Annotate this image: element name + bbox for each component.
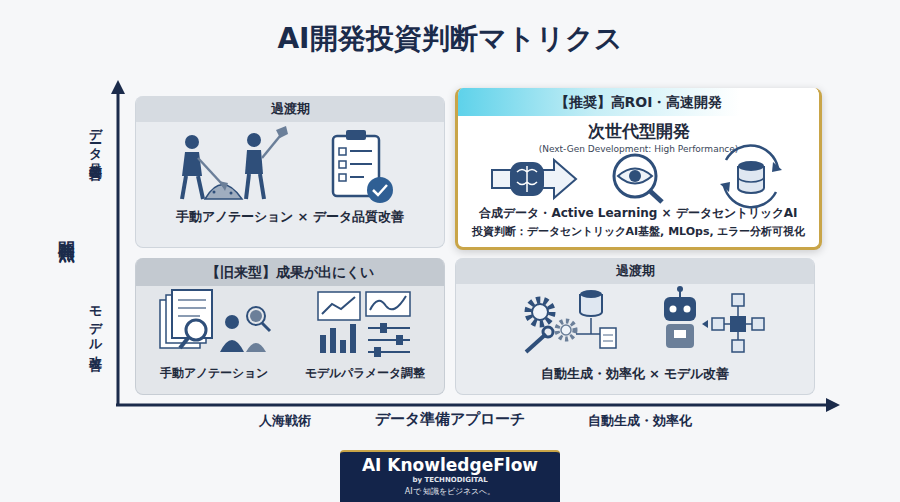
brand-tagline: AIで 知識をビジネスへ。 [340,487,560,497]
quadrant-box: 過渡期自動生成・効率化 × モデル改善 [455,258,815,395]
x-axis [116,398,840,412]
brand-byline: by TECHNODIGITAL [340,476,560,485]
recommended-quadrant: 【推奨】高ROI・高速開発次世代型開発 (Next-Gen Development… [455,88,822,250]
quadrant-header: 過渡期 [136,96,444,122]
legacy-quadrant: 【旧来型】成果が出にくい手動アノテーションモデルパラメータ調整 [135,258,445,395]
axis-tick-label: モデル改善 [86,298,104,348]
icon-caption: 手動アノテーション [140,366,288,381]
x-axis-part [116,404,828,407]
icon-caption: モデルパラメータ調整 [290,366,440,381]
quadrant-box: 過渡期手動アノテーション × データ品質改善 [135,96,445,248]
quadrant-caption: 合成データ・Active Learning × データセントリックAI [458,206,819,221]
y-axis-part [111,80,125,94]
axis-title: データ準備アプローチ [330,410,570,429]
axis-tick-label: 人海戦術 [185,412,385,430]
diagram-title: AI開発投資判断マトリクス [0,20,900,58]
quadrant-subtitle-english: (Next-Gen Development: High Performance) [458,144,819,155]
axis-tick-label: データ品質改善 [86,120,104,157]
x-axis-part [826,398,840,412]
quadrant-header: 【推奨】高ROI・高速開発 [458,88,819,116]
quadrant-header: 【旧来型】成果が出にくい [136,258,444,286]
quadrant-caption: 自動生成・効率化 × モデル改善 [456,366,814,382]
footer-banner: AI KnowledgeFlowby TECHNODIGITAL AIで 知識をビ… [340,450,560,502]
quadrant-header: 過渡期 [456,258,814,284]
axis-title: 開発焦点 [56,228,79,232]
y-axis [111,80,125,405]
axis-tick-label: 自動生成・効率化 [540,412,740,430]
brand-name: AI KnowledgeFlow [340,455,560,476]
quadrant-subtitle: 次世代型開発 [458,121,819,142]
investment-note: 投資判断：データセントリックAI基盤, MLOps, エラー分析可視化 [458,225,819,239]
quadrant-caption: 手動アノテーション × データ品質改善 [136,209,444,225]
y-axis-part [117,92,120,405]
